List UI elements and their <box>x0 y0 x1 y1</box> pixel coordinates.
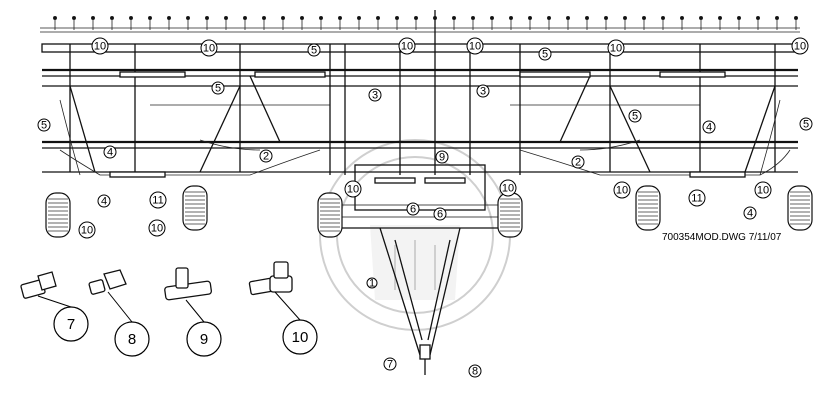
wheel <box>497 192 523 238</box>
callout-5: 5 <box>307 43 321 57</box>
callout-10: 10 <box>398 37 416 55</box>
svg-text:5: 5 <box>803 119 809 131</box>
svg-text:10: 10 <box>292 329 309 346</box>
callout-10: 10 <box>200 39 218 57</box>
svg-text:10: 10 <box>502 183 514 195</box>
callout-10: 10 <box>78 221 96 239</box>
wheels <box>45 185 813 238</box>
callout-9: 9 <box>435 150 449 164</box>
fitting-callout-7: 7 <box>37 295 89 342</box>
svg-text:9: 9 <box>439 152 445 164</box>
callout-5: 5 <box>628 109 642 123</box>
svg-text:5: 5 <box>632 111 638 123</box>
svg-text:6: 6 <box>437 209 443 221</box>
callout-10: 10 <box>148 219 166 237</box>
svg-text:6: 6 <box>410 204 416 216</box>
svg-text:7: 7 <box>67 316 75 333</box>
hydraulic-hoses <box>59 99 791 176</box>
wheel <box>317 192 343 238</box>
callout-10: 10 <box>466 37 484 55</box>
svg-text:10: 10 <box>347 184 359 196</box>
callout-5: 5 <box>799 117 813 131</box>
straight-connector-icon <box>20 271 57 299</box>
wheel <box>635 185 661 231</box>
callout-10: 10 <box>607 39 625 57</box>
callout-11: 11 <box>688 189 706 207</box>
svg-text:10: 10 <box>610 43 622 55</box>
callout-11: 11 <box>149 191 167 209</box>
svg-text:2: 2 <box>575 157 581 169</box>
callout-4: 4 <box>97 194 111 208</box>
wheel <box>787 185 813 231</box>
callout-4: 4 <box>702 120 716 134</box>
svg-text:5: 5 <box>215 83 221 95</box>
callout-5: 5 <box>211 81 225 95</box>
callout-4: 4 <box>103 145 117 159</box>
svg-text:10: 10 <box>401 41 413 53</box>
callout-6: 6 <box>406 202 420 216</box>
svg-text:10: 10 <box>151 223 163 235</box>
svg-text:4: 4 <box>107 147 113 159</box>
callout-8: 8 <box>468 364 482 378</box>
fitting-callout-10: 10 <box>274 291 318 355</box>
main-frame <box>41 10 799 229</box>
callout-5: 5 <box>538 47 552 61</box>
callout-5: 5 <box>37 118 51 132</box>
callout-6: 6 <box>433 207 447 221</box>
svg-text:10: 10 <box>469 41 481 53</box>
callout-3: 3 <box>368 88 382 102</box>
callout-layer: 10 10 10 10 10 10 5 5 5 5 5 5 3 3 2 2 4 4 4 4 9 10 10 11 11 6 6 10 1… <box>37 37 813 378</box>
svg-text:1: 1 <box>369 278 375 290</box>
drawing-ref-text: 700354MOD.DWG 7/11/07 <box>662 232 782 243</box>
callout-4: 4 <box>743 206 757 220</box>
callout-10: 10 <box>344 180 362 198</box>
callout-1: 1 <box>366 277 378 290</box>
callout-10: 10 <box>791 37 809 55</box>
hydraulic-cylinders <box>109 71 746 184</box>
callout-7: 7 <box>383 357 397 371</box>
callout-10: 10 <box>754 181 772 199</box>
callout-10: 10 <box>613 181 631 199</box>
svg-text:9: 9 <box>200 331 208 348</box>
svg-text:4: 4 <box>706 122 712 134</box>
svg-text:5: 5 <box>542 49 548 61</box>
svg-text:8: 8 <box>472 366 478 378</box>
svg-text:7: 7 <box>387 359 393 371</box>
hex-adapter-icon <box>88 269 127 295</box>
watermark-seal <box>319 139 511 331</box>
callout-2: 2 <box>571 155 585 169</box>
callout-10: 10 <box>499 179 517 197</box>
svg-text:10: 10 <box>794 41 806 53</box>
wheel <box>182 185 208 231</box>
fitting-callout-8: 8 <box>107 291 150 357</box>
svg-text:8: 8 <box>128 331 136 348</box>
svg-text:10: 10 <box>81 225 93 237</box>
hitch-tongue <box>379 227 461 375</box>
callout-3: 3 <box>476 84 490 98</box>
fitting-illustrations <box>20 261 293 301</box>
elbow-fitting-icon <box>248 261 293 296</box>
svg-text:10: 10 <box>616 185 628 197</box>
tine-row <box>40 15 800 33</box>
svg-text:4: 4 <box>101 196 107 208</box>
svg-text:5: 5 <box>311 45 317 57</box>
svg-text:11: 11 <box>152 195 163 207</box>
tee-fitting-icon <box>164 267 213 301</box>
svg-text:10: 10 <box>203 43 215 55</box>
svg-text:5: 5 <box>41 120 47 132</box>
svg-text:4: 4 <box>747 208 753 220</box>
callout-10: 10 <box>91 37 109 55</box>
svg-text:2: 2 <box>263 151 269 163</box>
svg-text:3: 3 <box>372 90 378 102</box>
svg-text:11: 11 <box>691 193 702 205</box>
drawing-reference: 700354MOD.DWG 7/11/07 <box>662 232 782 243</box>
callout-2: 2 <box>259 149 273 163</box>
fitting-callout-9: 9 <box>185 299 222 357</box>
svg-text:3: 3 <box>480 86 486 98</box>
svg-text:10: 10 <box>94 41 106 53</box>
wheel <box>45 192 71 238</box>
svg-text:10: 10 <box>757 185 769 197</box>
